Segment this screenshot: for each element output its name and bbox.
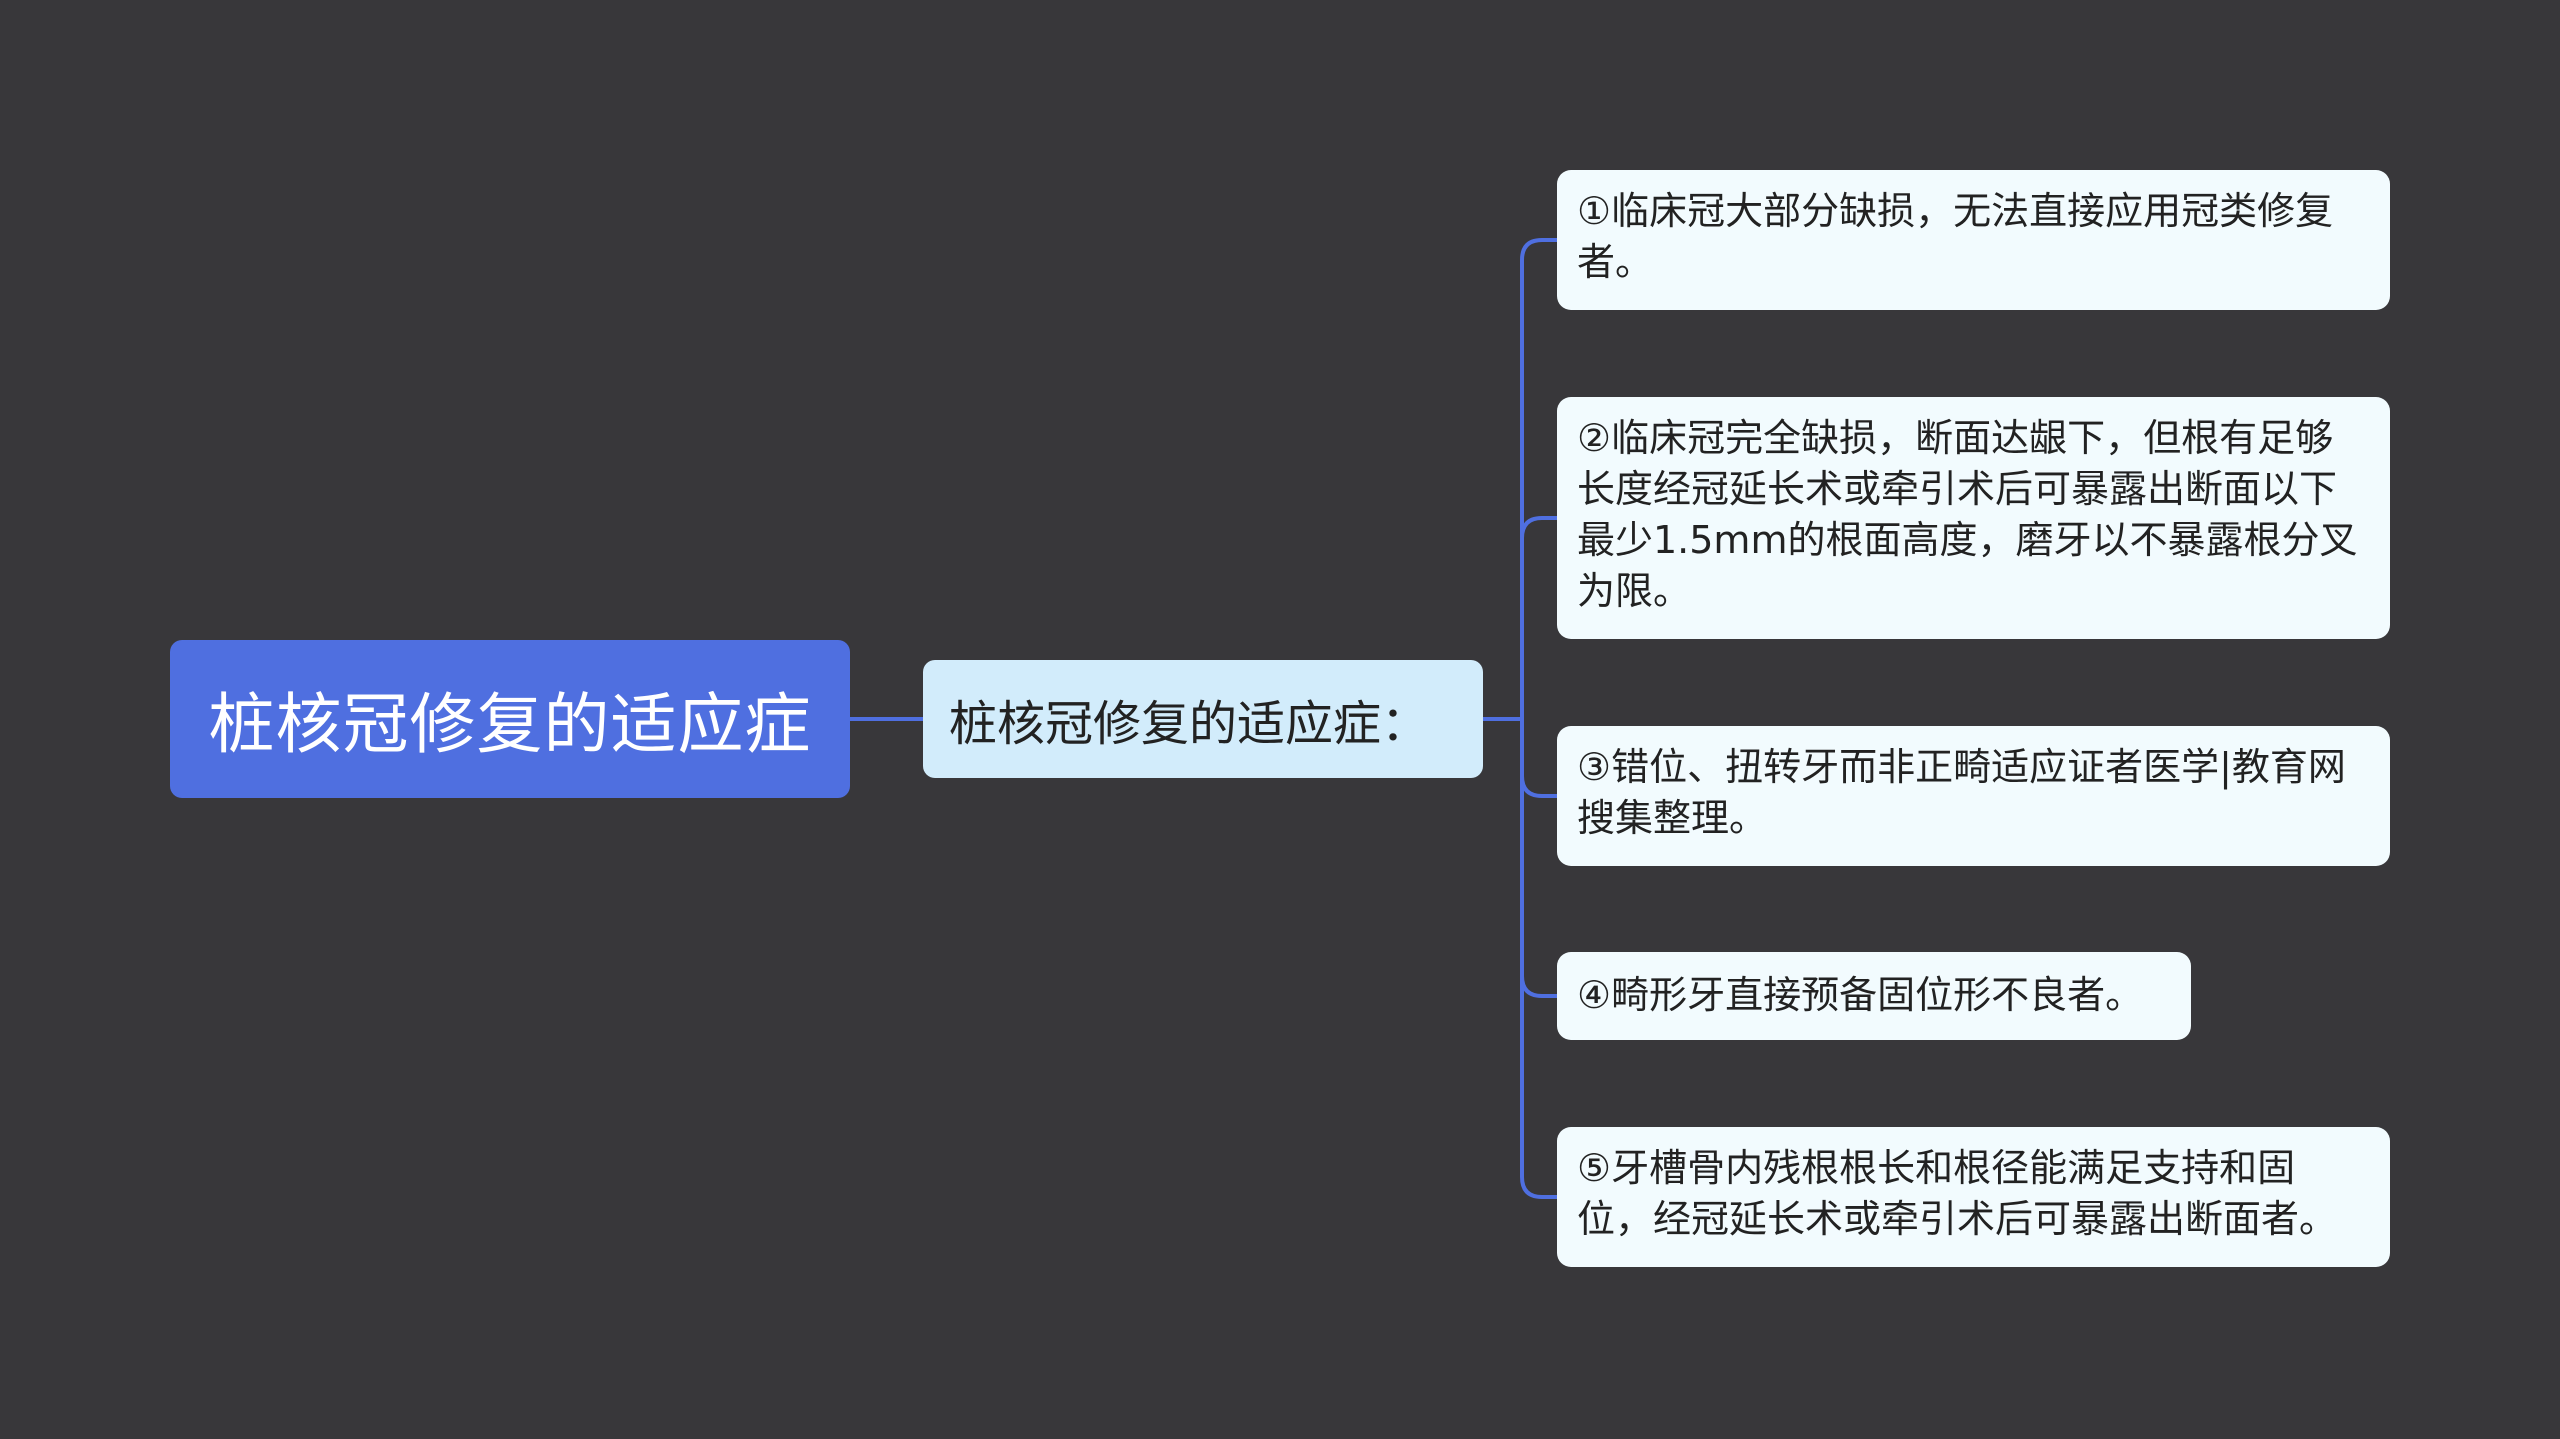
leaf-node-5-label: ⑤牙槽骨内残根根长和根径能满足支持和固位，经冠延长术或牵引术后可暴露出断面者。 (1577, 1146, 2338, 1241)
leaf-node-4-label: ④畸形牙直接预备固位形不良者。 (1577, 973, 2144, 1017)
root-node[interactable]: 桩核冠修复的适应症 (170, 640, 850, 798)
leaf-node-3-label: ③错位、扭转牙而非正畸适应证者医学|教育网搜集整理。 (1577, 745, 2346, 840)
leaf-node-1-label: ①临床冠大部分缺损，无法直接应用冠类修复者。 (1577, 189, 2334, 284)
mid-node-label: 桩核冠修复的适应症： (949, 696, 1430, 752)
leaf-node-5[interactable]: ⑤牙槽骨内残根根长和根径能满足支持和固位，经冠延长术或牵引术后可暴露出断面者。 (1557, 1127, 2390, 1267)
mid-node[interactable]: 桩核冠修复的适应症： (923, 660, 1483, 778)
leaf-node-2-label: ②临床冠完全缺损，断面达龈下，但根有足够长度经冠延长术或牵引术后可暴露出断面以下… (1577, 416, 2358, 613)
root-node-label: 桩核冠修复的适应症 (208, 686, 812, 763)
leaf-node-3[interactable]: ③错位、扭转牙而非正畸适应证者医学|教育网搜集整理。 (1557, 726, 2390, 866)
leaf-3-connector (1520, 775, 1557, 798)
leaf-4-connector (1520, 975, 1557, 998)
leaf-node-2[interactable]: ②临床冠完全缺损，断面达龈下，但根有足够长度经冠延长术或牵引术后可暴露出断面以下… (1557, 397, 2390, 639)
leaf-node-1[interactable]: ①临床冠大部分缺损，无法直接应用冠类修复者。 (1557, 170, 2390, 310)
leaf-node-4[interactable]: ④畸形牙直接预备固位形不良者。 (1557, 952, 2191, 1040)
leaf-2-connector (1520, 516, 1557, 539)
leaf-5-connector (1520, 719, 1557, 1199)
leaf-1-connector (1520, 238, 1557, 719)
